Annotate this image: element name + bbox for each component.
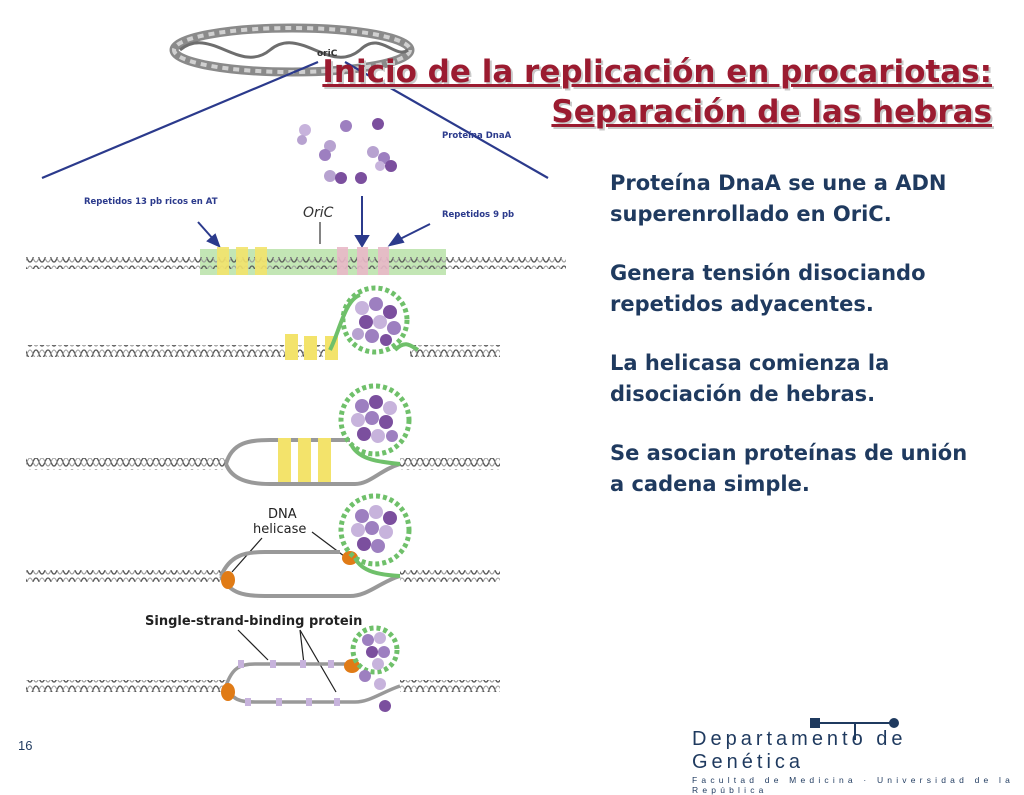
oric-top-label: oriC	[317, 49, 338, 59]
at-repeat	[255, 247, 267, 275]
helicase-label-1: DNA	[268, 507, 297, 522]
page-number: 16	[18, 738, 33, 753]
bullet-list: Proteína DnaA se une a ADN superenrollad…	[610, 168, 970, 528]
zoom-line-right	[344, 61, 549, 179]
helicase	[221, 571, 235, 589]
9bp-repeat	[337, 247, 348, 275]
9bp-repeat	[378, 247, 389, 275]
dna-row-3	[26, 383, 500, 486]
dnaa-label: Proteína DnaA	[442, 131, 512, 141]
dna-row-5	[26, 625, 500, 712]
title-line-2: Separación de las hebras	[551, 94, 992, 130]
dna-row-1	[26, 247, 566, 275]
arrows	[197, 196, 431, 248]
replication-diagram: oriC Proteína DnaA Repetidos 13 pb ricos…	[26, 23, 566, 712]
helicase	[221, 683, 235, 701]
dnaa-complex	[352, 297, 401, 346]
dnaa-complex	[351, 505, 397, 553]
department-logo-mark	[810, 718, 899, 740]
helicase	[344, 659, 360, 673]
helicase-label-2: helicase	[253, 522, 306, 537]
9bp-repeat	[357, 247, 368, 275]
bullet-item: La helicasa comienza la disociación de h…	[610, 351, 890, 406]
department-footer: Departamento de Genética Facultad de Med…	[692, 728, 1024, 795]
title-line-1: Inicio de la replicación en procariotas:	[322, 54, 992, 90]
at-repeat	[236, 247, 248, 275]
zoom-line-left	[41, 60, 319, 180]
dna-row-4	[26, 493, 500, 598]
faculty-name: Facultad de Medicina · Universidad de la…	[692, 775, 1015, 795]
at-repeat	[217, 247, 229, 275]
bullet-item: Genera tensión disociando repetidos adya…	[610, 261, 926, 316]
repeats9-label: Repetidos 9 pb	[442, 210, 514, 220]
dnaa-protein-cluster	[297, 118, 397, 184]
repeats13-label: Repetidos 13 pb ricos en AT	[84, 197, 218, 207]
bullet-item: Proteína DnaA se une a ADN superenrollad…	[610, 171, 947, 226]
slide-title: Inicio de la replicación en procariotas:…	[322, 52, 992, 132]
dna-row-2	[26, 285, 500, 360]
oric-label: OriC	[303, 205, 334, 221]
dnaa-complex	[359, 632, 391, 712]
ssb-label: Single-strand-binding protein	[145, 614, 362, 629]
bullet-item: Se asocian proteínas de unión a cadena s…	[610, 441, 968, 496]
dnaa-complex	[351, 395, 398, 443]
department-name: Departamento de Genética	[692, 728, 907, 773]
